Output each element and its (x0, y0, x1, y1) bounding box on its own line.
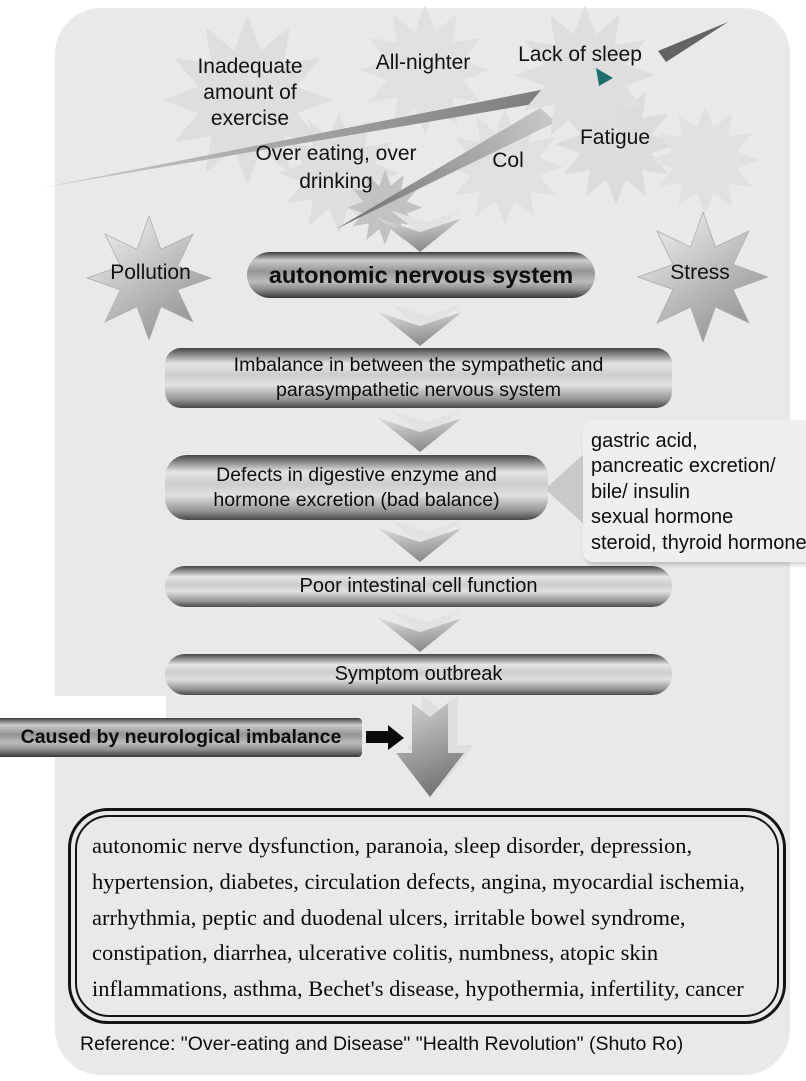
diseases-box-inner-border: autonomic nerve dysfunction, paranoia, s… (75, 815, 779, 1017)
cause-pollution: Pollution (110, 261, 191, 284)
teal-cursor-icon (596, 68, 613, 86)
starburst (650, 105, 760, 215)
hormone-callout: gastric acid, pancreatic excretion/ bile… (583, 420, 806, 562)
diseases-line: arrhythmia, peptic and duodenal ulcers, … (92, 904, 686, 930)
callout-arrow-icon (545, 452, 586, 526)
diseases-list: autonomic nerve dysfunction, paranoia, s… (77, 817, 777, 1007)
cause-lack-of-sleep: Lack of sleep (518, 43, 642, 66)
reference-text: Reference: "Over-eating and Disease" "He… (80, 1033, 684, 1055)
hormone-callout-text: gastric acid, pancreatic excretion/ bile… (591, 430, 806, 554)
caused-by-label-bar: Caused by neurological imbalance (0, 718, 362, 757)
big-down-arrow-icon (396, 703, 464, 797)
cause-fatigue: Fatigue (579, 126, 651, 149)
down-arrow-icon (378, 410, 462, 452)
swoosh-line (658, 22, 728, 62)
imbalance-box: Imbalance in between the sympathetic and… (165, 348, 672, 408)
poor-intestinal-box: Poor intestinal cell function (165, 566, 672, 607)
diseases-line: constipation, diarrhea, ulcerative colit… (92, 940, 659, 966)
swoosh-line (40, 80, 592, 188)
diseases-line: autonomic nerve dysfunction, paranoia, s… (92, 833, 693, 858)
diseases-line: inflammations, asthma, Bechet's disease,… (92, 976, 744, 1002)
down-arrow-icon (378, 520, 462, 562)
cause-inadequate-exercise: Inadequate amount of exercise (197, 55, 303, 130)
diseases-box: autonomic nerve dysfunction, paranoia, s… (68, 808, 786, 1024)
symptom-outbreak-box: Symptom outbreak (165, 654, 672, 695)
diseases-line: hypertension, diabetes, circulation defe… (92, 868, 745, 894)
right-arrow-icon (388, 725, 404, 750)
cause-stress: Stress (670, 261, 730, 284)
cause-over-eating: Over eating, over drinking (255, 142, 417, 193)
down-arrow-icon (378, 610, 462, 652)
autonomic-nervous-system-bar: autonomic nervous system (247, 252, 595, 298)
swoosh-line (336, 108, 556, 229)
defects-box: Defects in digestive enzyme and hormone … (165, 455, 548, 520)
cause-all-nighter: All-nighter (375, 51, 471, 74)
down-arrow-icon (378, 304, 462, 346)
cause-cold: Col (492, 149, 524, 172)
right-arrow-icon (366, 731, 388, 743)
